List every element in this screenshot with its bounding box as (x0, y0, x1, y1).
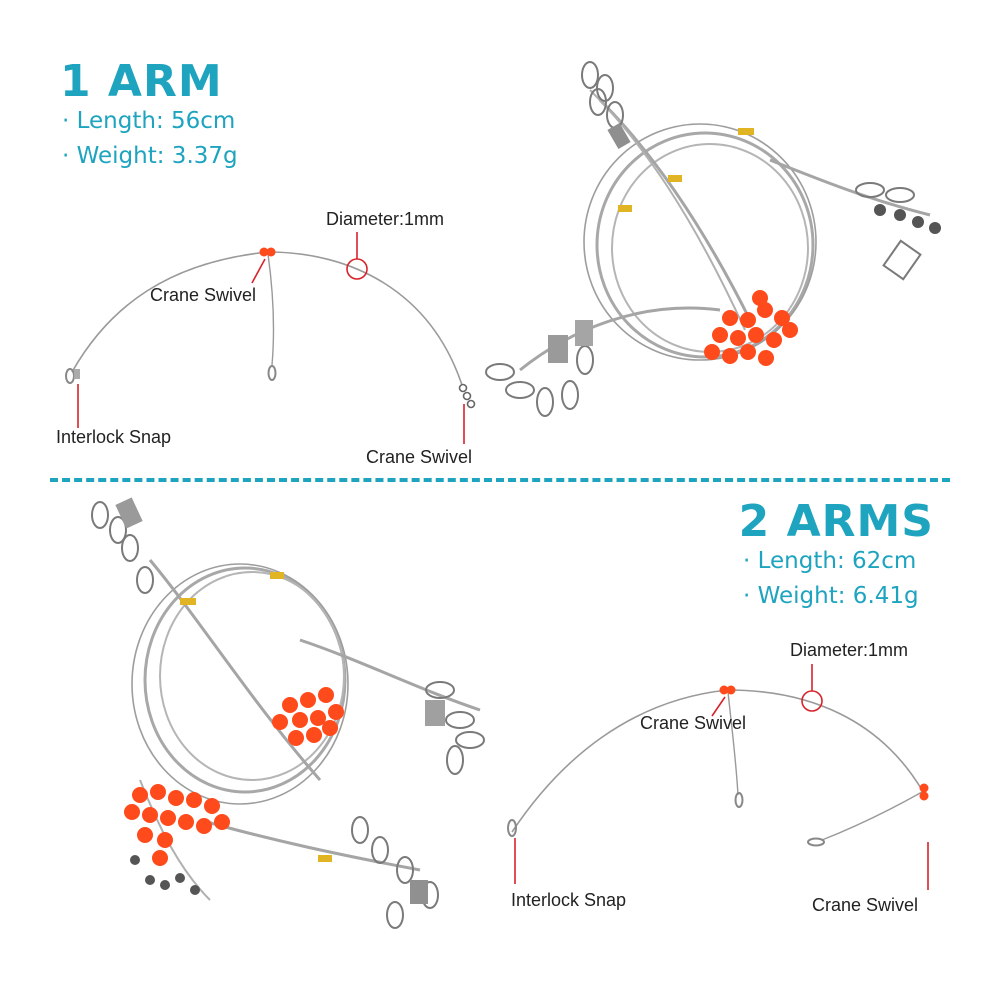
two-arms-weight: · Weight: 6.41g (743, 583, 919, 609)
two-arms-interlock-snap-icon (507, 819, 517, 837)
one-arm-interlock-snap-icon (65, 368, 80, 384)
two-arms-bead (919, 791, 929, 801)
two-arms-crane-swivel-top-label: Crane Swivel (640, 713, 747, 733)
two-arms-bead (719, 685, 729, 695)
two-arms-crane-swivel-end-label: Crane Swivel (812, 895, 919, 915)
two-arms-diameter-label: Diameter:1mm (790, 640, 909, 660)
one-arm-bead (259, 247, 269, 257)
one-arm-crane-swivel-end-label: Crane Swivel (366, 447, 473, 467)
one-arm-weight: · Weight: 3.37g (62, 143, 238, 169)
one-arm-bundle-image (485, 61, 941, 417)
one-arm-diameter-label: Diameter:1mm (326, 209, 445, 229)
two-arms-bead (919, 783, 929, 793)
two-arms-interlock-snap-label: Interlock Snap (511, 890, 627, 910)
one-arm-title: 1 ARM (60, 56, 223, 107)
one-arm-crane-swivel-pointer (251, 258, 266, 284)
one-arm-dropper-snap-icon (267, 365, 277, 381)
one-arm-end-swivel-icon (458, 383, 476, 409)
one-arm-bead (266, 247, 276, 257)
two-arms-bundle-image (91, 497, 485, 929)
two-arms-dropper-wire-1 (727, 691, 739, 796)
section-divider (50, 478, 950, 482)
two-arms-title: 2 ARMS (738, 496, 934, 547)
one-arm-dropper-wire (267, 253, 275, 366)
two-arms-dropper-wire-2 (821, 791, 923, 841)
two-arms-wire (511, 689, 923, 833)
two-arms-crane-swivel-pointer (711, 696, 726, 717)
two-arms-side-snap-icon (807, 837, 825, 847)
two-arms-bead (726, 685, 736, 695)
one-arm-crane-swivel-top-label: Crane Swivel (150, 285, 257, 305)
one-arm-length: · Length: 56cm (62, 108, 236, 134)
two-arms-length: · Length: 62cm (743, 548, 917, 574)
two-arms-dropper-snap-icon (734, 792, 744, 808)
one-arm-interlock-snap-label: Interlock Snap (56, 427, 172, 447)
